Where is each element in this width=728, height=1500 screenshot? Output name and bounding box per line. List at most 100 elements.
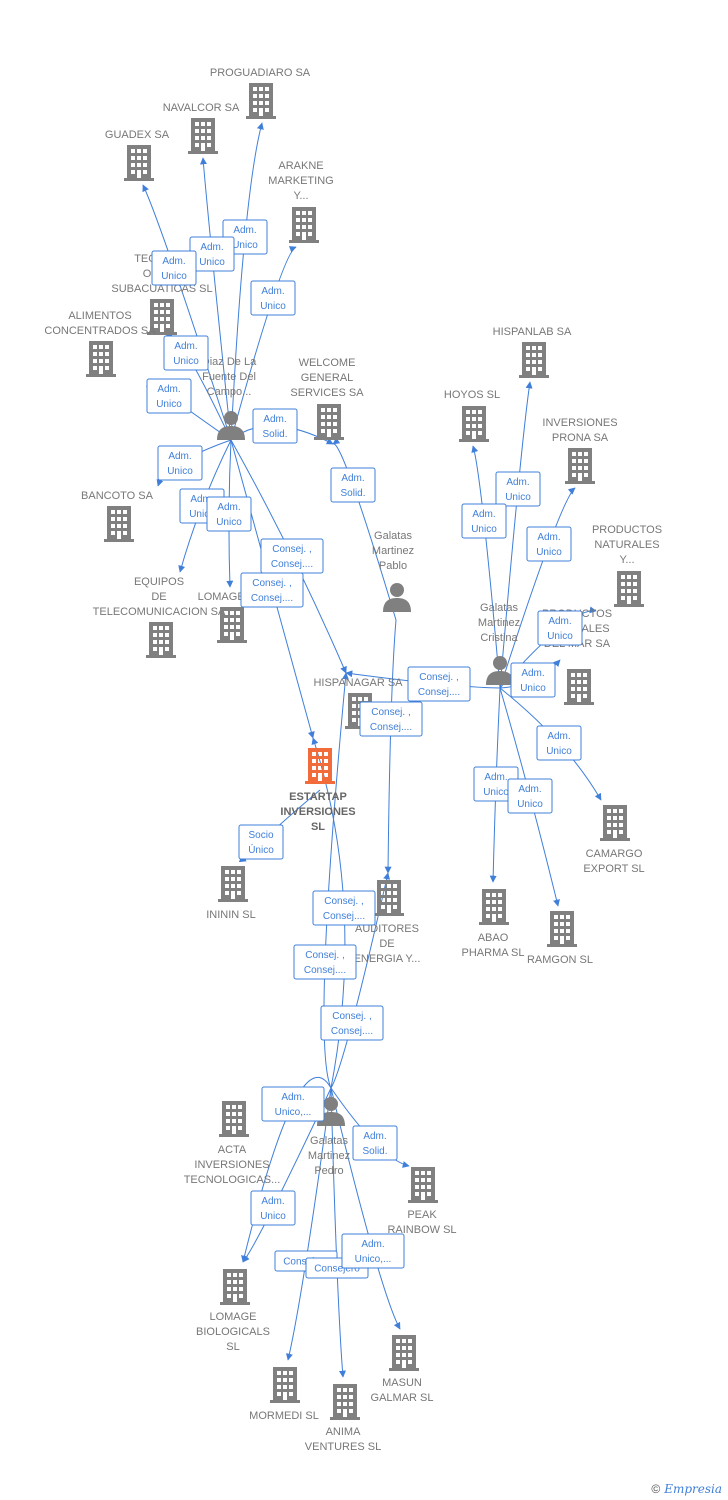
edge-label[interactable]: Adm.Unico — [473, 766, 519, 802]
edge-label-box — [252, 408, 298, 444]
building-icon — [219, 1101, 249, 1137]
node-label-line: NAVALCOR SA — [163, 102, 240, 114]
node-bancoto[interactable]: BANCOTO SA — [81, 490, 154, 542]
brand-logo[interactable]: Empresia — [664, 1482, 722, 1496]
node-hoyos[interactable]: HOYOS SL — [444, 389, 500, 442]
edge-label-line: Unico — [260, 301, 286, 312]
edge-label[interactable]: Adm.Unico — [146, 378, 192, 414]
node-hispanlab[interactable]: HISPANLAB SA — [493, 326, 572, 378]
edge-label-line: Adm. — [537, 532, 560, 543]
edge-label[interactable]: Adm.Unico — [250, 1190, 296, 1226]
edge-label[interactable]: Consej. ,Consej.... — [260, 538, 324, 574]
node-label-line: GALMAR SL — [371, 1392, 434, 1404]
edge-label[interactable]: Adm.Unico — [206, 496, 252, 532]
node-label-line: SL — [311, 821, 325, 833]
node-label-line: ABAO — [478, 932, 509, 944]
edge-label[interactable]: Adm.Unico — [250, 280, 296, 316]
edge-label[interactable]: Consej. ,Consej.... — [312, 890, 376, 926]
edge-label[interactable]: Consej. ,Consej.... — [240, 572, 304, 608]
building-icon — [564, 669, 594, 705]
edge-label-text: Adm.Unico — [260, 286, 286, 312]
edge-label-text: Adm.Unico — [483, 772, 509, 798]
node-label-line: ANIMA — [326, 1426, 362, 1438]
node-guadex[interactable]: GUADEX SA — [105, 129, 170, 181]
edge-label[interactable]: Adm.Solid. — [352, 1125, 398, 1161]
node-label-line: Galatas — [480, 602, 518, 614]
building-icon — [146, 622, 176, 658]
edge-label[interactable]: Adm.Unico — [189, 236, 235, 272]
node-mormedi[interactable]: MORMEDI SL — [249, 1367, 319, 1422]
node-ininin[interactable]: INININ SL — [206, 866, 256, 921]
edge-label-text: Adm.Unico,... — [275, 1092, 312, 1118]
edge-label[interactable]: Adm.Unico — [157, 445, 203, 481]
node-hispanagar[interactable]: HISPANAGAR SA — [313, 677, 403, 729]
edge-label[interactable]: Adm.Unico — [461, 503, 507, 539]
edge-pablo-auditores — [384, 619, 397, 874]
edge-label-line: Adm. — [548, 616, 571, 627]
node-label-line: Y... — [619, 554, 634, 566]
edge-label[interactable]: Adm.Unico,... — [261, 1086, 325, 1122]
edge-label[interactable]: Adm.Unico — [526, 526, 572, 562]
edge-label[interactable]: Consej. ,Consej.... — [407, 666, 471, 702]
edge-label[interactable]: Adm.Solid. — [330, 467, 376, 503]
edge-label-line: Consej.... — [251, 593, 293, 604]
edge-label[interactable]: Adm.Unico — [151, 250, 197, 286]
edge-label[interactable]: Adm.Unico — [510, 662, 556, 698]
edge-label-text: Consej. ,Consej.... — [331, 1011, 373, 1037]
building-icon — [218, 866, 248, 902]
edge-label-text: Adm.Unico — [216, 502, 242, 528]
edge-label-line: Unico — [517, 799, 543, 810]
edge-label[interactable]: Consej. ,Consej.... — [320, 1005, 384, 1041]
building-icon — [246, 83, 276, 119]
edge-label-line: Consej. , — [419, 672, 458, 683]
edge-label[interactable]: Adm.Unico — [536, 725, 582, 761]
edge-label-line: Unico — [546, 746, 572, 757]
edge-label[interactable]: Adm.Unico — [495, 471, 541, 507]
edge-label-line: Adm. — [521, 668, 544, 679]
edge-label[interactable]: Adm.Unico — [163, 335, 209, 371]
building-icon — [614, 571, 644, 607]
edge-label[interactable]: Consej. ,Consej.... — [359, 701, 423, 737]
node-label-line: HISPANAGAR SA — [313, 677, 403, 689]
node-ramgon[interactable]: RAMGON SL — [527, 911, 593, 966]
edge-label-line: Adm. — [341, 473, 364, 484]
edge-label[interactable]: Adm.Unico,... — [341, 1233, 405, 1269]
node-label-line: BANCOTO SA — [81, 490, 154, 502]
node-label-line: ALIMENTOS — [68, 310, 131, 322]
node-label: HISPANAGAR SA — [313, 677, 403, 689]
node-navalcor[interactable]: NAVALCOR SA — [163, 102, 240, 154]
edge-label-text: Adm.Unico — [536, 532, 562, 558]
edge-label[interactable]: Consej. ,Consej.... — [293, 944, 357, 980]
edge-label[interactable]: Adm.Unico — [537, 610, 583, 646]
node-proguadiaro[interactable]: PROGUADIARO SA — [210, 67, 311, 119]
edge-label[interactable]: Adm.Unico — [507, 778, 553, 814]
building-icon — [459, 406, 489, 442]
edge-label[interactable]: Adm.Solid. — [252, 408, 298, 444]
edge-label-line: Unico — [156, 399, 182, 410]
edge-label-box — [238, 824, 284, 860]
